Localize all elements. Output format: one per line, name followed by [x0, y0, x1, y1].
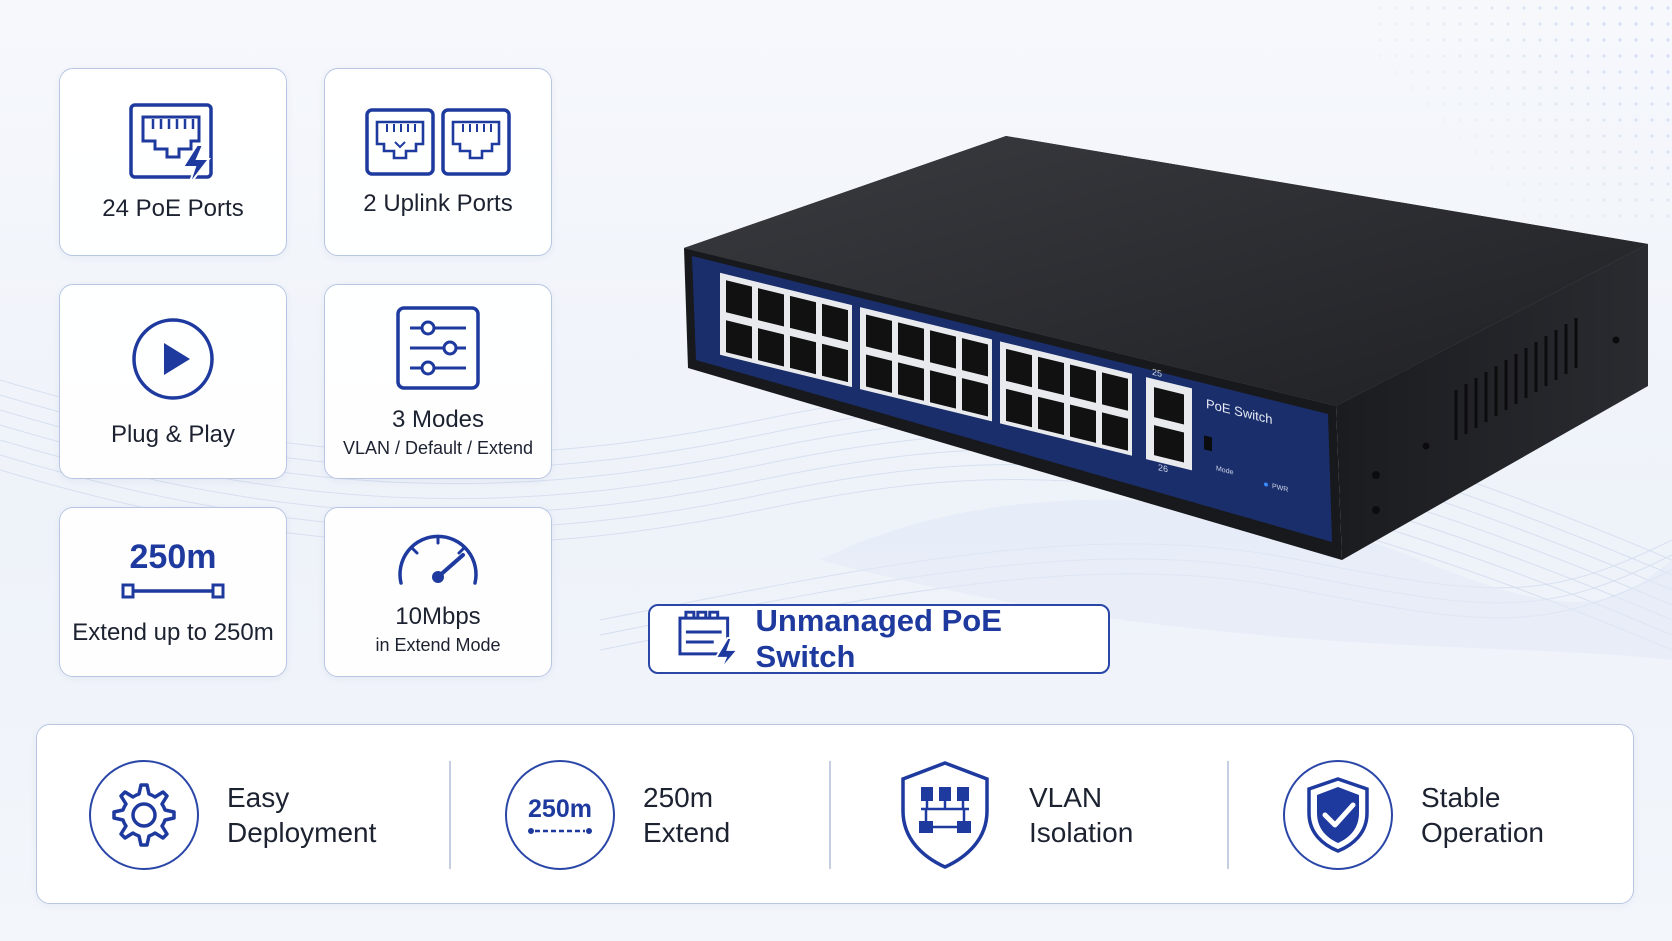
pwr-label: PWR	[1272, 482, 1288, 494]
feature-line2: Deployment	[227, 817, 377, 848]
feature-text: 250m Extend	[643, 780, 730, 850]
product-badge-label: Unmanaged PoE Switch	[755, 603, 1002, 674]
dual-ethernet-icon	[365, 108, 511, 176]
feature-line1: 250m	[643, 782, 714, 813]
card-uplink-ports: 2 Uplink Ports	[324, 68, 552, 256]
extend-icon-text: 250m	[528, 794, 592, 823]
feature-line1: Stable	[1421, 782, 1501, 813]
divider	[829, 761, 831, 869]
gear-icon	[112, 783, 176, 847]
feature-text: Easy Deployment	[227, 780, 376, 850]
distance-ruler-icon	[121, 583, 225, 598]
feature-line2: Extend	[643, 817, 731, 848]
feature-bar: Easy Deployment 250m 250m Extend	[36, 724, 1634, 904]
dot-pattern	[1372, 0, 1672, 220]
plug-play-label: Plug & Play	[110, 420, 236, 448]
switch-illustration: 25 26 PoE Switch Mode PWR	[684, 136, 1648, 560]
extend-label: Extend up to 250m	[72, 618, 274, 646]
speed-title: 10Mbps	[395, 602, 481, 630]
feature-extend: 250m 250m Extend	[505, 725, 730, 905]
feature-text: Stable Operation	[1421, 780, 1544, 850]
switch-power-icon	[678, 610, 740, 670]
feature-line1: Easy	[227, 782, 290, 813]
ethernet-power-icon	[129, 103, 213, 185]
port-26-label: 26	[1158, 462, 1168, 474]
shield-check-icon	[1307, 777, 1369, 853]
sliders-icon	[396, 306, 480, 390]
port-25-label: 25	[1152, 367, 1162, 379]
poe-switch-image: 25 26 PoE Switch Mode PWR	[676, 130, 1666, 575]
shield-network-icon	[901, 761, 989, 869]
card-speed: 10Mbps in Extend Mode	[324, 507, 552, 677]
card-poe-ports: 24 PoE Ports	[59, 68, 287, 256]
product-badge: Unmanaged PoE Switch	[648, 603, 1110, 674]
poe-ports-label: 24 PoE Ports	[102, 195, 244, 222]
mode-switch	[1204, 435, 1212, 452]
feature-text: VLAN Isolation	[1029, 780, 1133, 850]
speed-subtitle: in Extend Mode	[375, 634, 501, 655]
card-extend: 250m Extend up to 250m	[59, 507, 287, 677]
card-plug-play: Plug & Play	[59, 284, 287, 479]
feature-icon-circle: 250m	[505, 760, 615, 870]
modes-subtitle: VLAN / Default / Extend	[342, 438, 534, 458]
feature-vlan-isolation: VLAN Isolation	[895, 725, 1133, 905]
feature-line1: VLAN	[1029, 782, 1103, 813]
divider	[449, 761, 451, 869]
feature-line2: Operation	[1421, 817, 1544, 848]
card-modes: 3 Modes VLAN / Default / Extend	[324, 284, 552, 479]
extend-distance: 250m	[129, 537, 217, 576]
feature-line2: Isolation	[1029, 817, 1134, 848]
feature-icon-circle	[89, 760, 199, 870]
feature-stable-operation: Stable Operation	[1283, 725, 1544, 905]
uplink-ports-label: 2 Uplink Ports	[363, 190, 513, 217]
feature-easy-deployment: Easy Deployment	[89, 725, 376, 905]
modes-title: 3 Modes	[391, 406, 485, 433]
speedometer-icon	[398, 534, 478, 585]
distance-line-icon	[528, 827, 592, 834]
play-icon	[132, 317, 214, 400]
divider	[1227, 761, 1229, 869]
feature-icon-circle	[1283, 760, 1393, 870]
